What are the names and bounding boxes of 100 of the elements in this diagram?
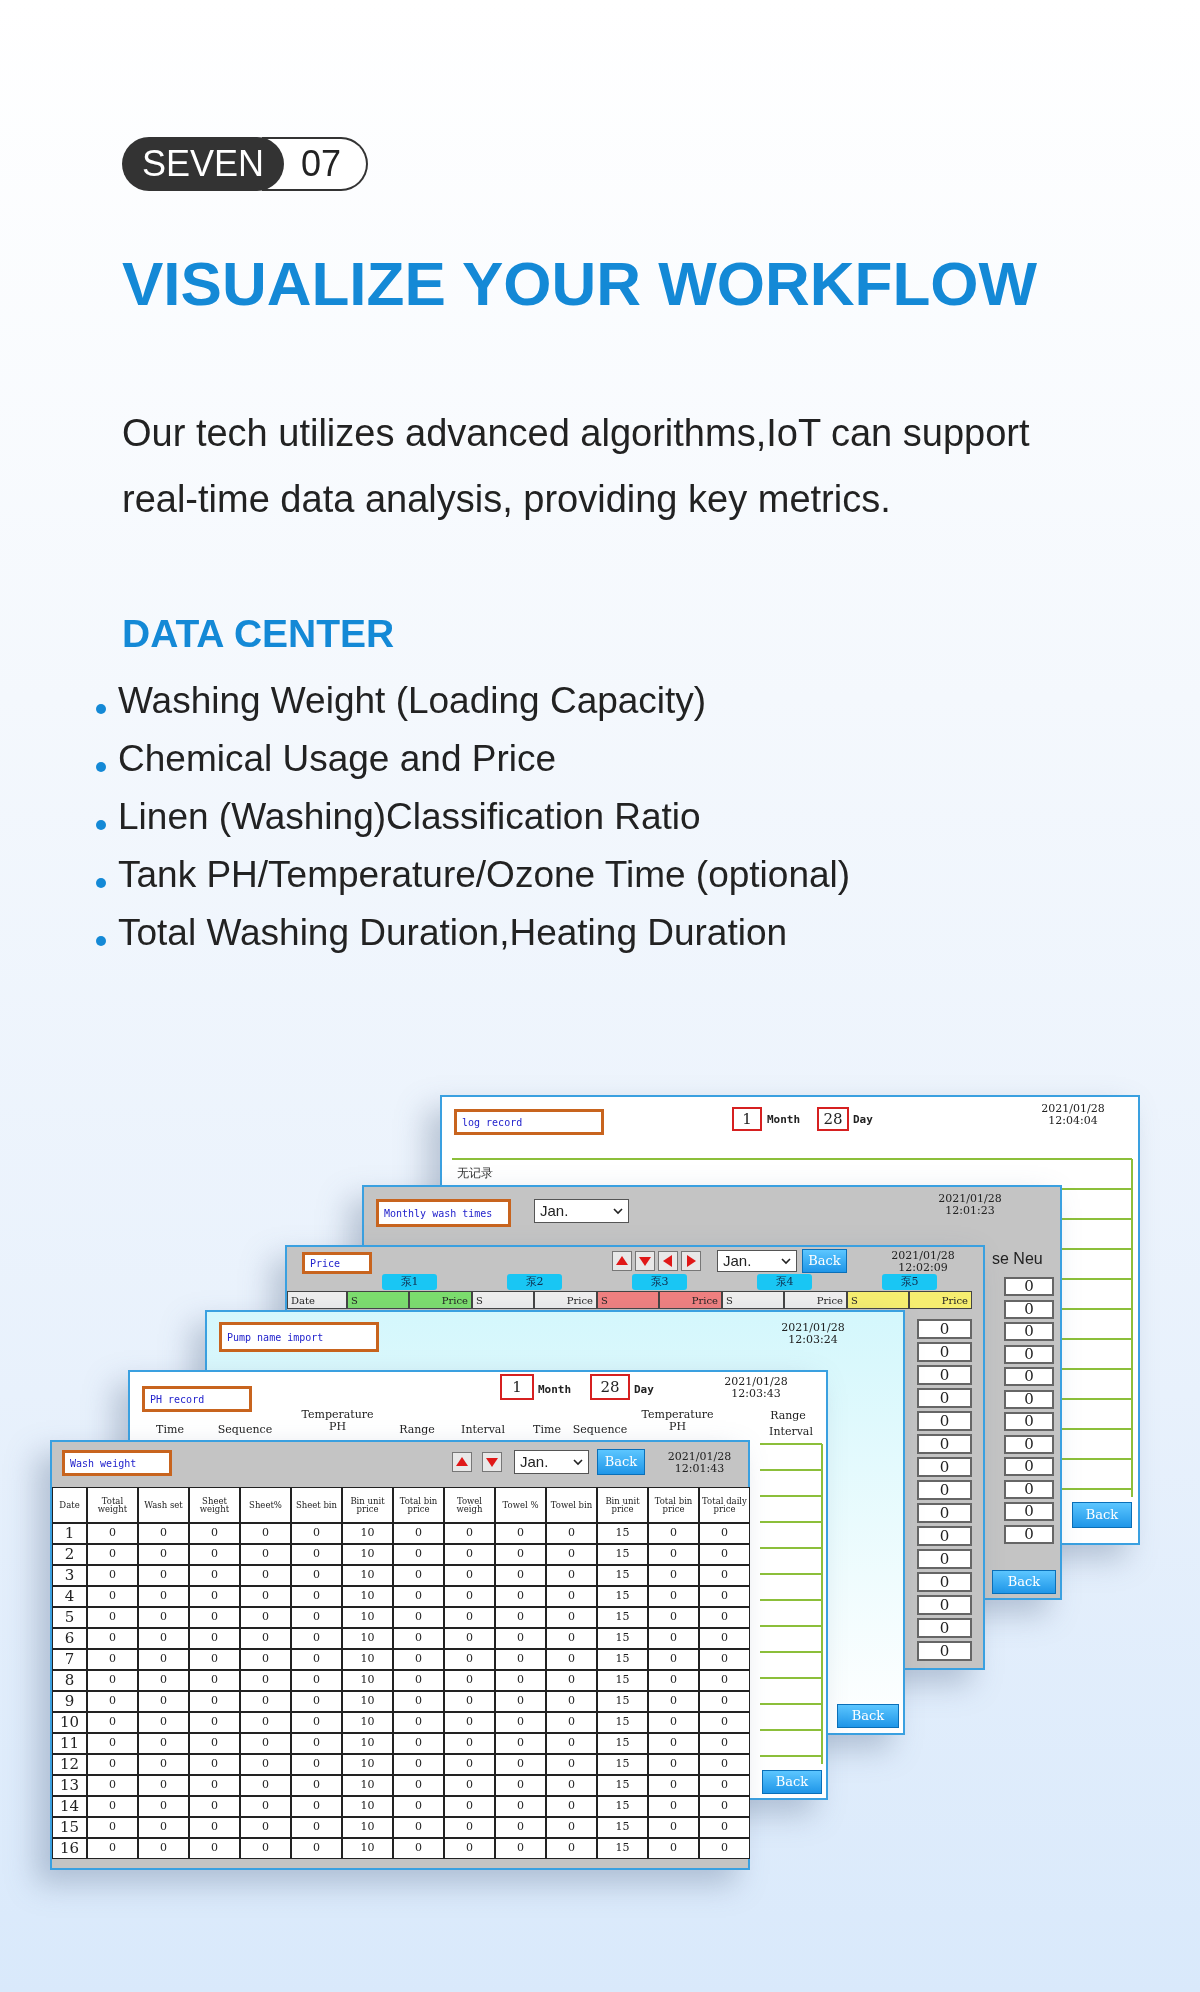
table-cell: 10	[342, 1754, 393, 1775]
table-header-cell: Price	[784, 1291, 847, 1309]
table-cell: 0	[87, 1712, 138, 1733]
table-cell: 0	[138, 1523, 189, 1544]
table-cell: 0	[648, 1733, 699, 1754]
table-cell: 0	[291, 1712, 342, 1733]
table-cell: 0	[240, 1712, 291, 1733]
table-cell: 0	[546, 1838, 597, 1859]
table-cell: 10	[342, 1712, 393, 1733]
table-header-cell: Price	[534, 1291, 597, 1309]
table-cell: 10	[342, 1523, 393, 1544]
table-cell: 0	[87, 1775, 138, 1796]
table-cell: 0	[189, 1775, 240, 1796]
list-item: Tank PH/Temperature/Ozone Time (optional)	[118, 854, 851, 896]
field-label: Month	[538, 1381, 573, 1398]
table-cell: 10	[342, 1670, 393, 1691]
table-cell: 0	[546, 1691, 597, 1712]
value-field: 0	[1004, 1479, 1054, 1499]
table-cell: 16	[52, 1838, 87, 1859]
table-cell: 0	[138, 1775, 189, 1796]
table-header-cell: Sheet weight	[189, 1487, 240, 1523]
table-header-cell: Total bin price	[648, 1487, 699, 1523]
value-field: 0	[917, 1641, 972, 1661]
table-cell: 0	[444, 1754, 495, 1775]
table-cell: 0	[546, 1523, 597, 1544]
table-cell: 0	[138, 1670, 189, 1691]
table-cell: 0	[495, 1523, 546, 1544]
table-cell: 0	[240, 1544, 291, 1565]
table-cell: 0	[87, 1649, 138, 1670]
table-cell: 0	[138, 1586, 189, 1607]
table-cell: 0	[189, 1733, 240, 1754]
column-label: Time	[532, 1422, 562, 1438]
pump-tab: 泵5	[882, 1274, 937, 1290]
table-cell: 15	[597, 1754, 648, 1775]
table-cell: 3	[52, 1565, 87, 1586]
table-cell: 0	[546, 1754, 597, 1775]
column-label: Range	[769, 1408, 807, 1424]
table-cell: 0	[546, 1544, 597, 1565]
table-cell: 0	[291, 1649, 342, 1670]
table-cell: 0	[87, 1628, 138, 1649]
table-cell: 0	[138, 1712, 189, 1733]
table-cell: 0	[189, 1586, 240, 1607]
back-button: Back	[837, 1704, 899, 1728]
table-header-cell: Price	[659, 1291, 722, 1309]
table-header-cell: Wash set	[138, 1487, 189, 1523]
table-cell: 0	[546, 1628, 597, 1649]
table-header-cell: S	[847, 1291, 909, 1309]
table-header-cell: Towel weigh	[444, 1487, 495, 1523]
table-cell: 10	[342, 1544, 393, 1565]
table-cell: 0	[648, 1565, 699, 1586]
table-cell: 10	[342, 1607, 393, 1628]
field-label: Day	[634, 1381, 655, 1398]
table-cell: 0	[495, 1838, 546, 1859]
table-cell: 0	[699, 1670, 750, 1691]
table-cell: 0	[189, 1544, 240, 1565]
table-cell: 0	[240, 1607, 291, 1628]
table-cell: 0	[393, 1649, 444, 1670]
window-title: Monthly wash times	[376, 1199, 511, 1227]
list-item: Total Washing Duration,Heating Duration	[118, 912, 788, 954]
value-field: 0	[1004, 1367, 1054, 1386]
table-cell: 15	[597, 1817, 648, 1838]
table-cell: 0	[87, 1733, 138, 1754]
table-cell: 0	[138, 1796, 189, 1817]
table-cell: 0	[546, 1733, 597, 1754]
table-cell: 15	[597, 1523, 648, 1544]
window-title: Wash weight	[62, 1450, 172, 1476]
month-dropdown: Jan.	[514, 1450, 589, 1474]
table-cell: 10	[342, 1565, 393, 1586]
table-cell: 15	[597, 1649, 648, 1670]
table-cell: 0	[444, 1775, 495, 1796]
table-cell: 15	[597, 1628, 648, 1649]
date-time: 2021/01/28 12:03:43	[723, 1373, 789, 1402]
table-cell: 0	[240, 1733, 291, 1754]
table-cell: 0	[444, 1733, 495, 1754]
table-cell: 0	[648, 1817, 699, 1838]
table-cell: 0	[444, 1817, 495, 1838]
table-cell: 15	[597, 1670, 648, 1691]
table-cell: 0	[138, 1565, 189, 1586]
value-field: 0	[1004, 1434, 1054, 1454]
table-cell: 0	[699, 1775, 750, 1796]
table-header-cell: Total bin price	[393, 1487, 444, 1523]
table-cell: 0	[291, 1838, 342, 1859]
window-title: Pump name import	[219, 1322, 379, 1352]
table-cell: 0	[444, 1628, 495, 1649]
table-cell: 0	[393, 1544, 444, 1565]
table-cell: 0	[699, 1754, 750, 1775]
table-header-cell: Towel bin	[546, 1487, 597, 1523]
table-cell: 0	[87, 1817, 138, 1838]
table-cell: 0	[648, 1628, 699, 1649]
column-label: Temperature PH	[640, 1406, 715, 1435]
table-cell: 15	[597, 1775, 648, 1796]
value-field: 0	[1004, 1344, 1054, 1364]
table-cell: 10	[342, 1817, 393, 1838]
table-cell: 0	[495, 1691, 546, 1712]
table-cell: 15	[597, 1544, 648, 1565]
value-field: 0	[917, 1365, 972, 1385]
table-cell: 10	[342, 1586, 393, 1607]
table-cell: 0	[393, 1565, 444, 1586]
table-cell: 0	[240, 1691, 291, 1712]
table-cell: 0	[291, 1586, 342, 1607]
